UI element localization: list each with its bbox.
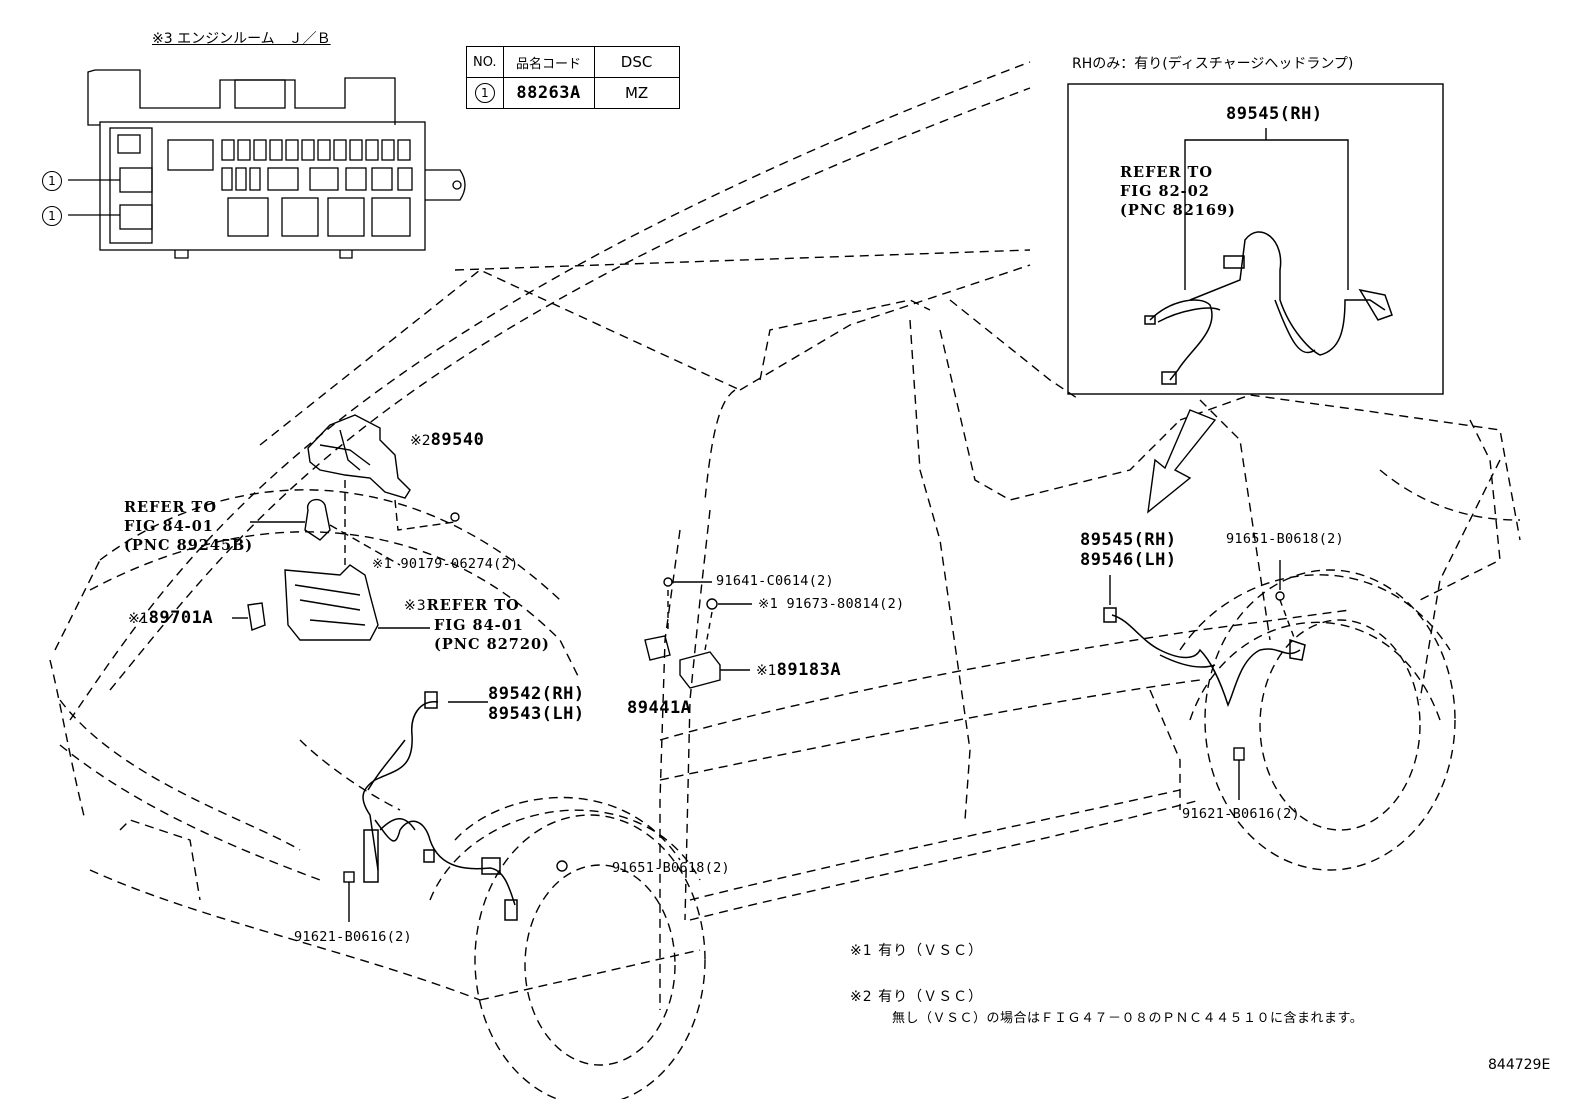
sensor-89245b bbox=[304, 498, 331, 541]
harness-89545-rh-detail bbox=[1144, 231, 1393, 385]
label-91621-rear: 91621-B0616(2) bbox=[1182, 806, 1300, 822]
refer-82720-line-2: FIG 84-01 bbox=[434, 617, 524, 634]
table-row-dsc: MZ bbox=[593, 77, 680, 109]
bracket-89540 bbox=[307, 414, 411, 499]
label-90179: ※1 90179-06274(2) bbox=[372, 556, 519, 572]
label-89441a: 89441A bbox=[627, 698, 692, 718]
label-89183a-mark: ※1 bbox=[756, 663, 777, 679]
note-2: ※2 有り（ＶＳＣ） bbox=[850, 989, 984, 1005]
label-89542-rh: 89542(RH) bbox=[488, 684, 585, 704]
refer-82720-mark: ※3 bbox=[404, 598, 427, 614]
sensor-89183a bbox=[679, 651, 721, 689]
refer-89245b-line-2: FIG 84-01 bbox=[124, 518, 214, 535]
table-row-no: 1 bbox=[474, 83, 495, 103]
arrow-to-detail bbox=[1147, 409, 1217, 514]
jb-marker-2: 1 bbox=[42, 206, 62, 226]
refer-89245b-line-3: (PNC 89245B) bbox=[124, 537, 254, 554]
table-header-dsc: DSC bbox=[593, 46, 680, 78]
label-91651-front: 91651-B0618(2) bbox=[612, 860, 730, 876]
label-89701a: ※189701A bbox=[128, 610, 213, 627]
junction-block-drawing bbox=[68, 69, 466, 259]
label-91641: 91641-C0614(2) bbox=[716, 573, 834, 589]
label-89543-lh: 89543(LH) bbox=[488, 704, 585, 724]
bolt-91641 bbox=[663, 577, 673, 587]
label-91651-rear: 91651-B0618(2) bbox=[1226, 531, 1344, 547]
rh-detail-part-number: 89545(RH) bbox=[1226, 104, 1323, 124]
jb-title: ※3 エンジンルーム Ｊ／Ｂ bbox=[152, 31, 331, 47]
connector-89701a bbox=[247, 602, 266, 631]
bolt-91651-front bbox=[556, 860, 568, 872]
harness-89545-rear bbox=[1103, 607, 1306, 708]
note-1: ※1 有り（ＶＳＣ） bbox=[850, 943, 984, 959]
note-2-detail: 無し（ＶＳＣ）の場合はＦＩＧ４７－０８のＰＮＣ４４５１０に含まれます。 bbox=[892, 1011, 1364, 1026]
label-89540: ※289540 bbox=[410, 432, 484, 449]
rh-detail-refer-line-2: FIG 82-02 bbox=[1120, 183, 1210, 200]
label-89701a-mark: ※1 bbox=[128, 611, 149, 627]
fuse-row-1 bbox=[221, 139, 411, 161]
ecu-82720 bbox=[284, 564, 379, 641]
label-89542: 89542(RH) 89543(LH) bbox=[488, 684, 585, 724]
vehicle-outline bbox=[49, 61, 1521, 1099]
table-header-no: NO. bbox=[466, 46, 504, 78]
bolt-90179 bbox=[450, 512, 460, 522]
rh-detail-refer-line-3: (PNC 82169) bbox=[1120, 202, 1236, 219]
label-89540-mark: ※2 bbox=[410, 433, 431, 449]
bolt-91621-front bbox=[343, 871, 355, 922]
refer-82720-line-1: REFER TO bbox=[426, 597, 520, 614]
sensor-89441a bbox=[644, 635, 671, 661]
label-89183a-number: 89183A bbox=[776, 660, 842, 680]
bolt-91621-rear bbox=[1233, 747, 1245, 800]
label-89701a-number: 89701A bbox=[148, 608, 214, 628]
label-91621-front: 91621-B0616(2) bbox=[294, 929, 412, 945]
refer-82720-line-3: (PNC 82720) bbox=[434, 636, 550, 653]
rh-detail-refer-line-1: REFER TO bbox=[1120, 164, 1213, 181]
table-row-code: 88263A bbox=[502, 77, 595, 109]
rh-only-detail-box bbox=[1067, 83, 1444, 395]
refer-89245b-line-1: REFER TO bbox=[124, 499, 217, 516]
refer-89245b: REFER TO FIG 84-01 (PNC 89245B) bbox=[124, 498, 253, 555]
fuse-row-2 bbox=[221, 167, 413, 191]
label-91673: ※1 91673-80814(2) bbox=[758, 596, 905, 612]
harness-89542-front bbox=[362, 691, 518, 921]
label-89545: 89545(RH) 89546(LH) bbox=[1080, 530, 1177, 570]
part-code-table: NO. 品名コード DSC 1 88263A MZ bbox=[466, 46, 680, 109]
rh-only-caption: RHのみ：有り(ディスチャージヘッドランプ) bbox=[1072, 56, 1354, 72]
jb-marker-1: 1 bbox=[42, 171, 62, 191]
refer-82720: ※3REFER TO FIG 84-01 (PNC 82720) bbox=[404, 596, 550, 654]
label-89540-number: 89540 bbox=[430, 430, 485, 450]
label-89545-rh: 89545(RH) bbox=[1080, 530, 1177, 550]
label-89546-lh: 89546(LH) bbox=[1080, 550, 1177, 570]
bolt-91673 bbox=[706, 598, 718, 610]
label-89183a: ※189183A bbox=[756, 662, 841, 679]
figure-id: 844729E bbox=[1488, 1057, 1551, 1073]
bracket-89545-rh bbox=[1184, 128, 1349, 290]
table-header-code: 品名コード bbox=[502, 46, 595, 78]
rh-detail-refer: REFER TO FIG 82-02 (PNC 82169) bbox=[1120, 163, 1236, 220]
